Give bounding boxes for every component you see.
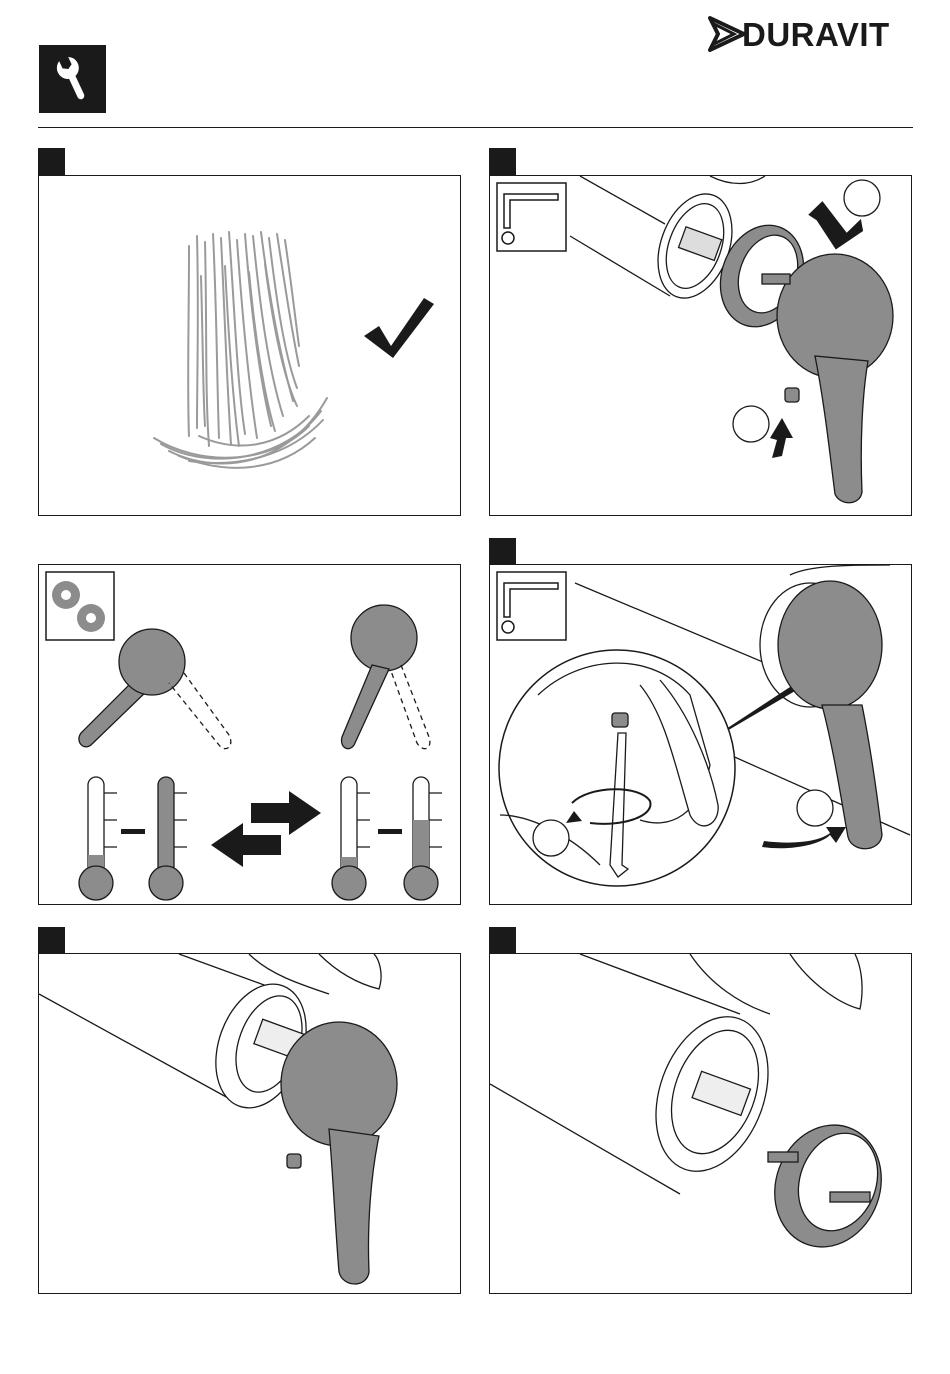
gears-icon: [46, 572, 114, 640]
set-screw: [785, 388, 799, 402]
step-6-tab: [489, 927, 516, 954]
handle-right: [342, 605, 430, 749]
temperature-adjustment-illustration: [39, 565, 461, 905]
allen-key-icon: [497, 183, 566, 251]
detail-circle: [499, 650, 735, 886]
brand-name: DURAVIT: [742, 14, 890, 56]
panel-step-3: [38, 564, 461, 905]
step-5-tab: [38, 927, 65, 954]
minus-left: [121, 829, 145, 834]
check-icon: [364, 298, 434, 358]
header-divider: [38, 127, 913, 128]
panel-step-2: [489, 175, 912, 516]
step-1-tab: [38, 148, 65, 175]
mount-handle-illustration: [39, 954, 461, 1294]
service-section-badge: [39, 45, 106, 113]
arrow-left-icon: [211, 823, 281, 867]
step-2-tab: [489, 148, 516, 175]
allen-key-icon: [497, 572, 566, 640]
water-stream-illustration: [39, 176, 461, 516]
step-4-tab: [489, 538, 516, 565]
panel-step-4: [489, 564, 912, 905]
callout-pointer: [720, 687, 795, 735]
panel-step-5: [38, 953, 461, 1294]
mount-cover-illustration: [490, 954, 912, 1294]
set-screw: [287, 1154, 301, 1168]
duravit-logo: DURAVIT: [708, 14, 914, 56]
arrow-icon: [762, 827, 846, 848]
remove-handle-illustration: [490, 176, 912, 516]
loosen-screw-illustration: [490, 565, 912, 905]
wrench-icon: [39, 45, 106, 113]
minus-right: [378, 829, 402, 834]
handle-left: [79, 629, 231, 749]
arrow-right-icon: [251, 791, 321, 835]
panel-step-1: [38, 175, 461, 516]
panel-step-6: [489, 953, 912, 1294]
